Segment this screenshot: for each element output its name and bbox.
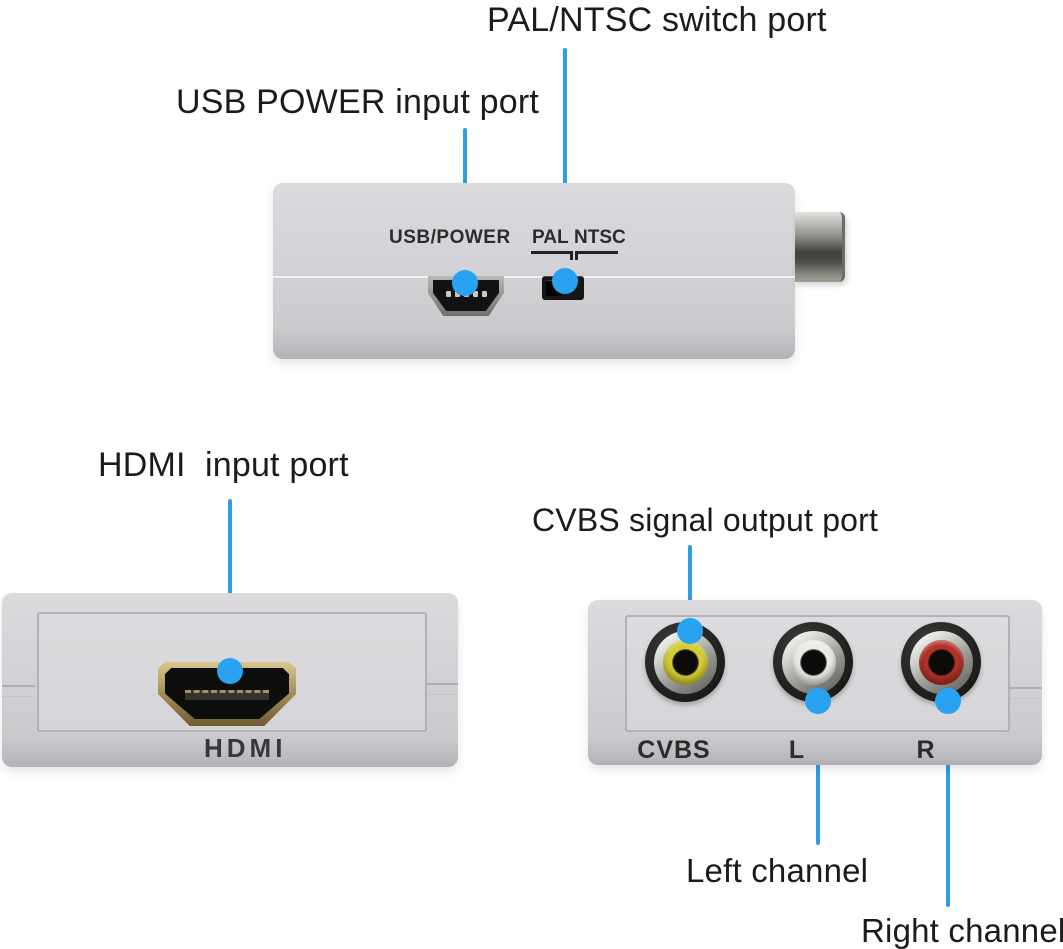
usb-power-print: USB/POWER — [389, 227, 511, 248]
jack-metal-ring — [781, 630, 845, 694]
jack-color-ring — [918, 639, 964, 685]
usb-pin — [481, 290, 487, 297]
label-pal-ntsc-switch-port: PAL/NTSC switch port — [487, 1, 827, 39]
jack-hole — [800, 649, 826, 675]
jack-hole — [928, 649, 954, 675]
pal-print: PAL — [532, 227, 569, 248]
usb-pin — [445, 290, 451, 297]
jack-color-ring — [662, 639, 708, 685]
label-hdmi-input-port: HDMI input port — [98, 446, 349, 484]
case-seam — [273, 276, 795, 279]
callout-line-left-channel — [816, 700, 820, 845]
audio-right-jack — [901, 622, 981, 702]
callout-dot-cvbs — [677, 618, 703, 644]
usb-pin — [472, 290, 478, 297]
hdmi-pin-tongue — [184, 690, 270, 700]
label-usb-power-input-port: USB POWER input port — [176, 83, 540, 121]
case-side-slot — [1010, 687, 1042, 699]
callout-dot-hdmi — [217, 658, 243, 684]
right-print: R — [916, 736, 936, 764]
ntsc-bracket-mark — [575, 251, 618, 260]
ntsc-print: NTSC — [574, 227, 626, 248]
audio-left-jack — [773, 622, 853, 702]
jack-hole — [672, 649, 698, 675]
label-left-channel: Left channel — [686, 852, 869, 889]
case-side-slot — [2, 685, 35, 697]
callout-dot-left-channel — [805, 688, 831, 714]
callout-line-right-channel — [946, 700, 950, 907]
label-cvbs-signal-output-port: CVBS signal output port — [532, 502, 879, 538]
cvbs-print: CVBS — [637, 736, 711, 764]
converter-top-view: USB/POWER PAL NTSC — [273, 183, 795, 359]
callout-line-cvbs — [688, 545, 692, 631]
hdmi-print: HDMI — [204, 733, 287, 763]
converter-av-view: CVBS L R — [588, 600, 1042, 765]
left-print: L — [788, 736, 806, 764]
pal-bracket-mark — [531, 251, 573, 260]
callout-dot-right-channel — [935, 688, 961, 714]
callout-dot-usb-power — [452, 270, 478, 296]
label-right-channel: Right channel — [861, 912, 1063, 949]
case-side-slot — [427, 683, 458, 695]
converter-hdmi-view: HDMI — [2, 593, 458, 767]
jack-color-ring — [790, 639, 836, 685]
callout-line-hdmi — [228, 499, 232, 671]
callout-dot-pal-ntsc — [552, 268, 578, 294]
jack-metal-ring — [909, 630, 973, 694]
callout-line-pal-ntsc — [563, 48, 567, 280]
side-rca-connector — [795, 212, 845, 282]
